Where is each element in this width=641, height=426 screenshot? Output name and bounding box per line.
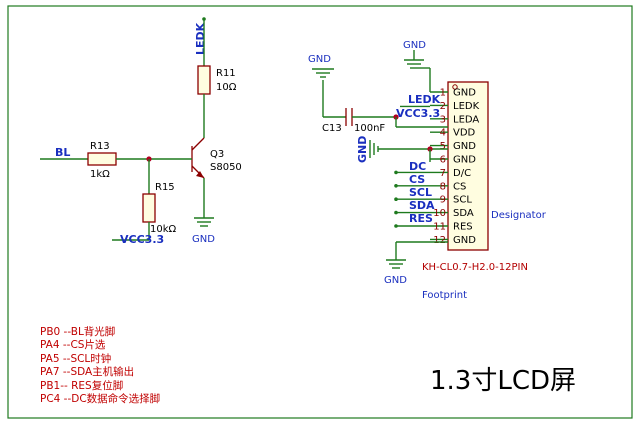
connector-body — [447, 81, 489, 251]
net-label-gnd-conn-top: GND — [403, 40, 426, 51]
connector-pin-12-number: 12 — [433, 235, 446, 246]
connector-pin-10-name: SDA — [453, 208, 474, 219]
net-label-gnd-bottom: GND — [384, 275, 407, 286]
connector-pin-7-name: D/C — [453, 168, 471, 179]
r13-ref: R13 — [90, 141, 110, 152]
c13-value: 100nF — [354, 123, 385, 134]
connector-pin-4-name: VDD — [453, 128, 476, 139]
signal-endpoint-8 — [394, 184, 398, 188]
r15-ref: R15 — [155, 182, 175, 193]
q3-ref: Q3 — [210, 149, 224, 160]
net-label-vcc-conn: VCC3.3 — [396, 107, 440, 120]
r13-value: 1kΩ — [90, 169, 110, 180]
connector-pin-3-number: 3 — [440, 114, 446, 125]
c13-ref: C13 — [322, 123, 342, 134]
signal-endpoint-7 — [394, 170, 398, 175]
r15-value: 10kΩ — [150, 224, 177, 235]
pin1-marker — [452, 84, 458, 90]
connector-pin-3-name: LEDA — [453, 114, 479, 125]
net-label-gnd-mid: GND — [356, 136, 369, 163]
pin-note: PA4 --CS片选 — [40, 339, 106, 352]
connector-pin-11-number: 11 — [433, 222, 446, 233]
pin-note: PC4 --DC数据命令选择脚 — [40, 393, 161, 406]
q3-value: S8050 — [210, 162, 242, 173]
connector-pin-6-number: 6 — [440, 155, 446, 166]
pin-note: PA5 --SCL时钟 — [40, 352, 112, 365]
net-label-sda: SDA — [409, 199, 435, 212]
q3-collector — [191, 137, 205, 151]
resistor-r11 — [197, 65, 211, 95]
net-label-cs: CS — [409, 173, 425, 186]
connector-designator: Designator — [491, 210, 547, 221]
net-label-bl: BL — [55, 146, 70, 159]
r11-value: 10Ω — [216, 82, 237, 93]
connector-pin-8-number: 8 — [440, 181, 446, 192]
net-label-scl: SCL — [409, 186, 432, 199]
connector-pin-1-name: GND — [453, 88, 476, 99]
connector-footprint: Footprint — [422, 290, 467, 301]
pin-note: PA7 --SDA主机输出 — [40, 366, 135, 379]
r11-ref: R11 — [216, 68, 236, 79]
connector-pin-5-name: GND — [453, 141, 476, 152]
sheet-frame — [7, 5, 633, 419]
pin-note: PB0 --BL背光脚 — [40, 326, 116, 338]
net-label-gnd-q3: GND — [192, 234, 215, 245]
connector-pin-11-name: RES — [453, 222, 473, 233]
connector-pin-4-number: 4 — [440, 128, 446, 139]
net-endpoint — [202, 17, 206, 21]
resistor-r13 — [87, 152, 117, 166]
pin-note: PB1-- RES复位脚 — [40, 379, 124, 392]
connector-pin-5-number: 5 — [440, 141, 446, 152]
net-label-res: RES — [409, 212, 433, 225]
net-label-ledk-conn: LEDK — [408, 93, 441, 106]
connector-pin-10-number: 10 — [433, 208, 446, 219]
net-label-dc: DC — [409, 160, 426, 173]
connector-part: KH-CL0.7-H2.0-12PIN — [422, 262, 528, 273]
connector-pin-6-name: GND — [453, 155, 476, 166]
q3-emitter-arrow — [196, 171, 204, 178]
net-label-gnd-c13: GND — [308, 54, 331, 65]
net-label-ledk-top: LEDK — [194, 22, 207, 55]
board-title: 1.3寸LCD屏 — [430, 366, 577, 396]
signal-endpoint-11 — [394, 224, 398, 228]
connector-pin-7-number: 7 — [440, 168, 446, 179]
net-label-vcc-left: VCC3.3 — [120, 233, 164, 246]
resistor-r15 — [142, 193, 156, 223]
connector-pin-2-number: 2 — [440, 101, 446, 112]
connector-pin-9-number: 9 — [440, 195, 446, 206]
connector-pin-1-number: 1 — [440, 88, 446, 99]
signal-endpoint-9 — [394, 197, 398, 201]
connector-pin-9-name: SCL — [453, 195, 472, 206]
connector-pin-12-name: GND — [453, 235, 476, 246]
connector-pin-8-name: CS — [453, 181, 466, 192]
signal-endpoint-10 — [394, 210, 398, 215]
connector-pin-2-name: LEDK — [453, 101, 480, 112]
